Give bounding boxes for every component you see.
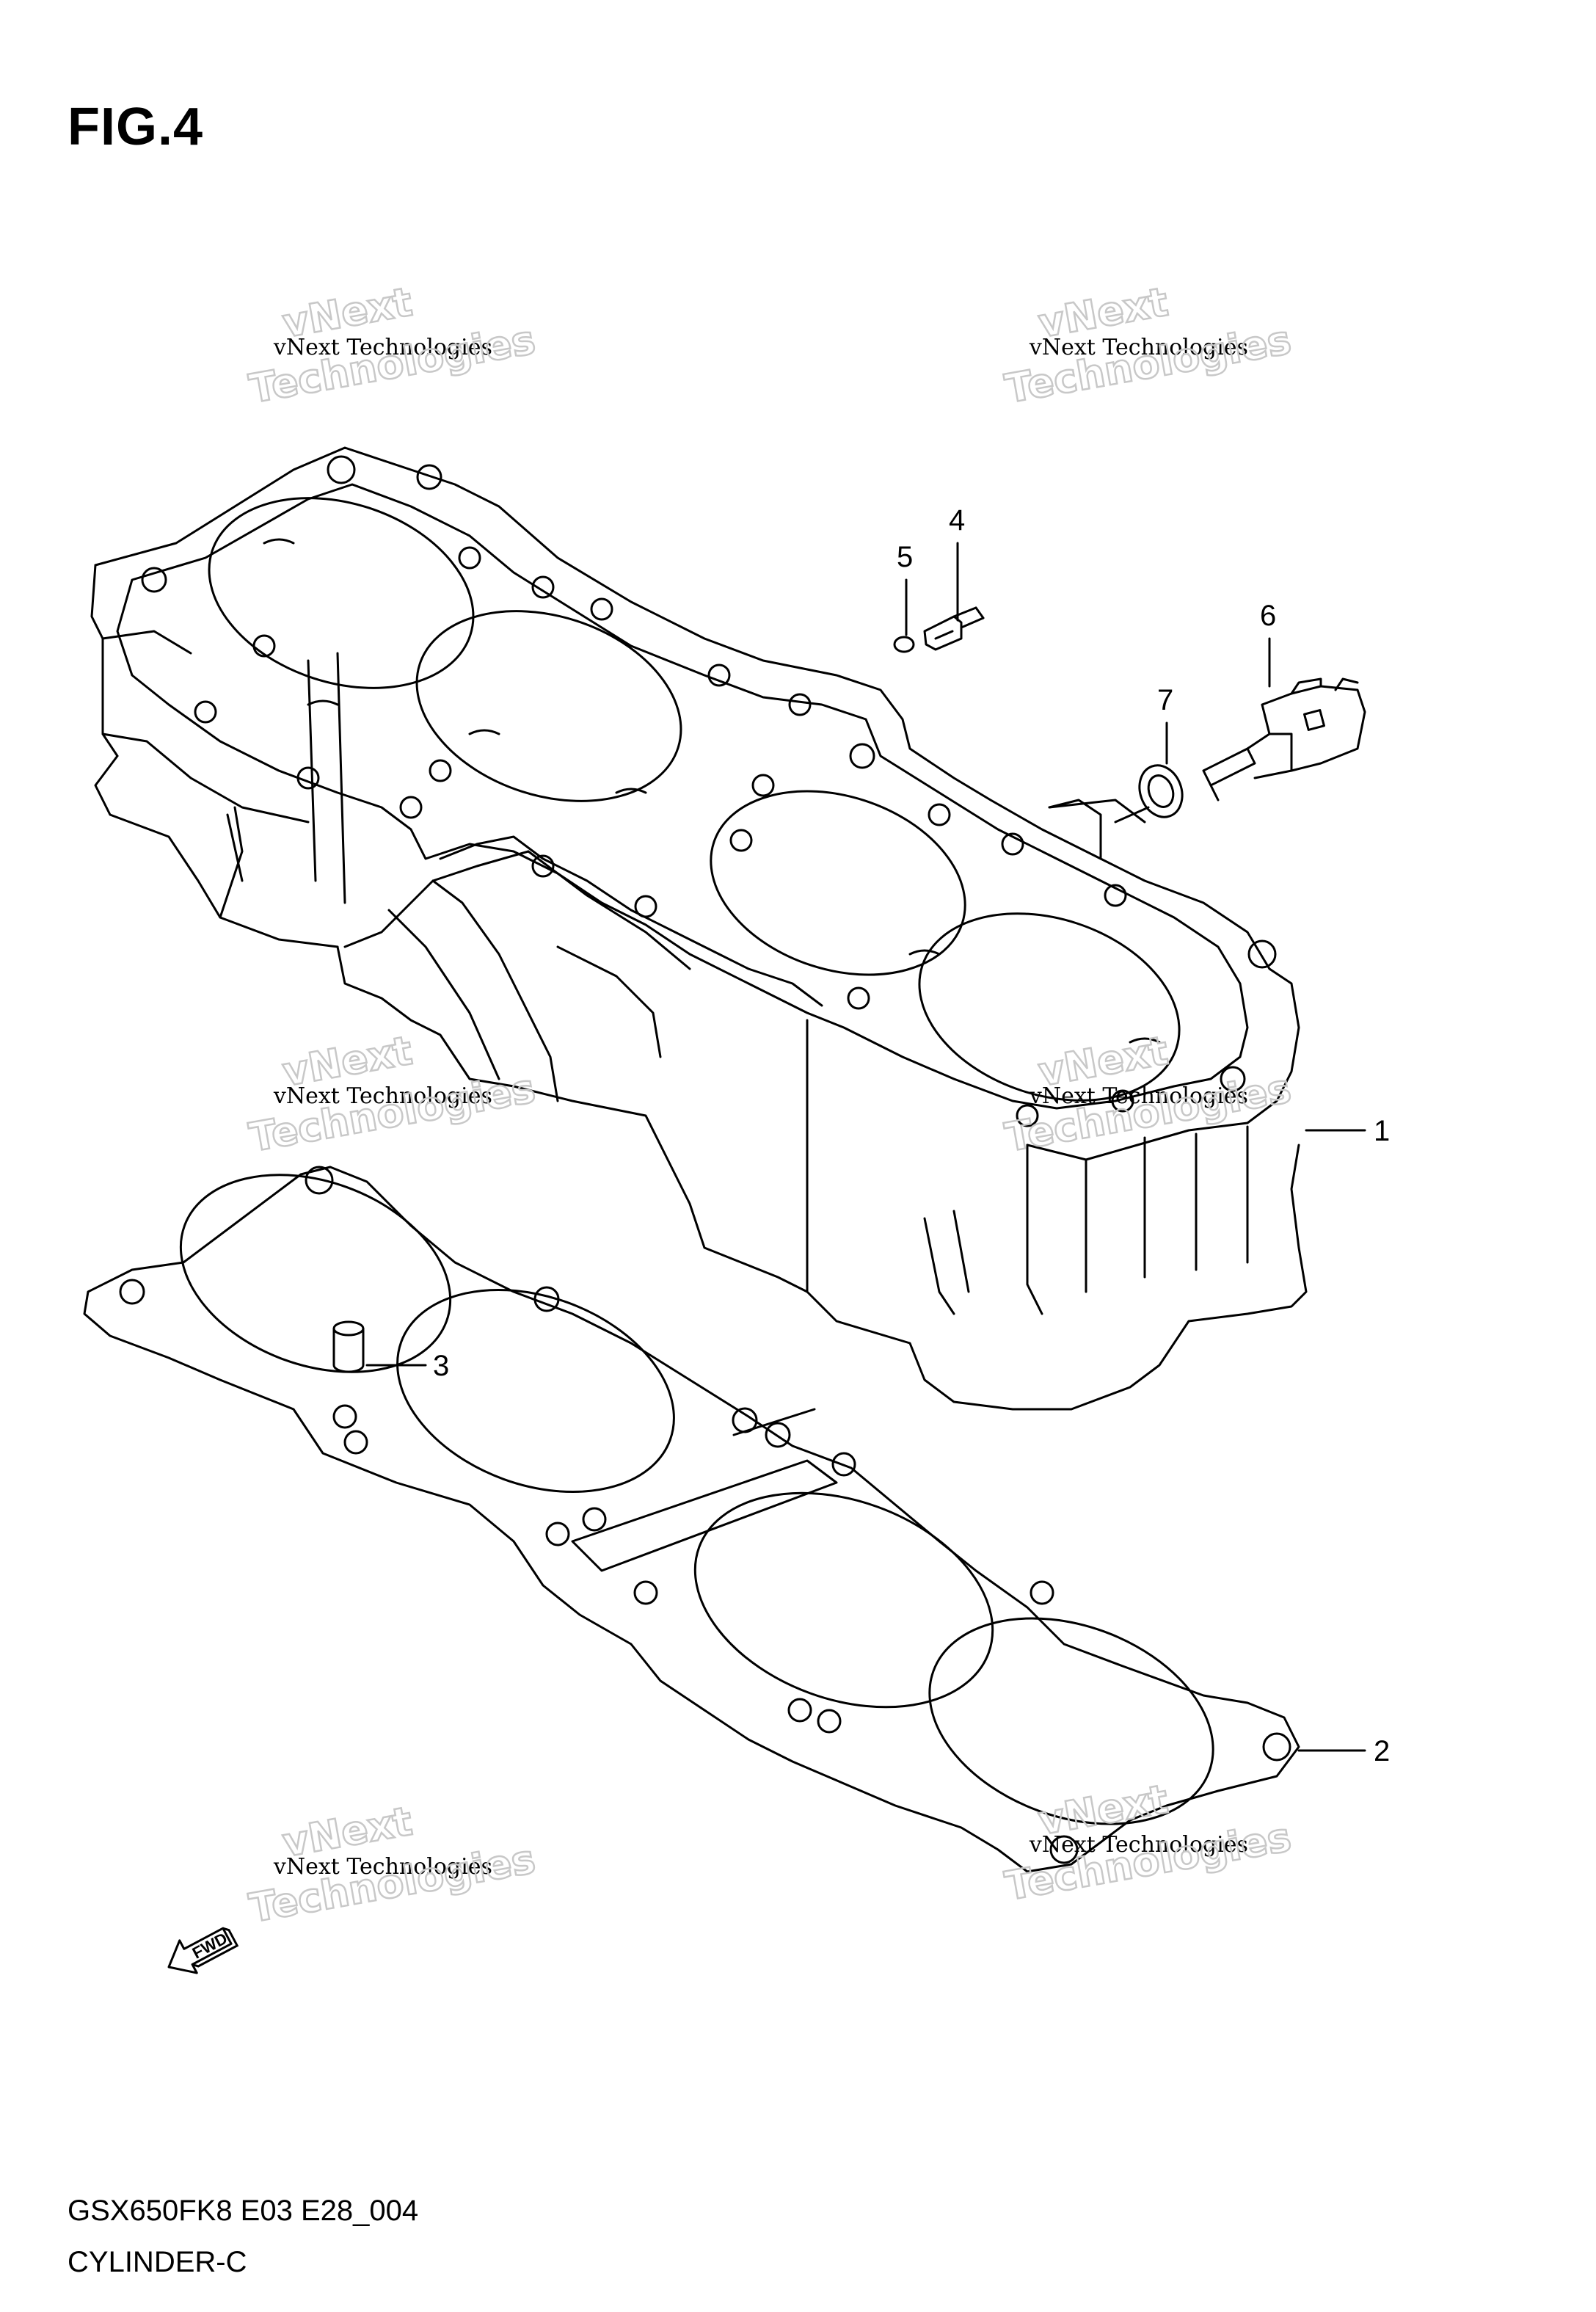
callout-4: 4 xyxy=(949,504,965,537)
coolant-temperature-sensor xyxy=(1202,677,1366,801)
watermark-top-right: vNext vNext Technologies Technologies xyxy=(1001,277,1295,413)
figure-title: FIG.4 xyxy=(68,98,204,156)
watermark-mid-right: vNext vNext Technologies Technologies xyxy=(1001,1026,1295,1162)
section-name: CYLINDER-C xyxy=(68,2246,247,2278)
forward-direction-arrow: FWD xyxy=(167,1927,239,1974)
watermark-line-2: vNext Technologies xyxy=(273,335,492,360)
watermark-line-2: vNext Technologies xyxy=(1029,335,1248,360)
model-code: GSX650FK8 E03 E28_004 xyxy=(68,2195,419,2227)
callout-3: 3 xyxy=(433,1350,449,1382)
callout-2: 2 xyxy=(1374,1735,1390,1767)
watermark-line-2: vNext Technologies xyxy=(273,1083,492,1109)
sensor-gasket-washer xyxy=(1138,764,1184,818)
cylinder-head-gasket xyxy=(83,1166,1300,1873)
cylinder-block xyxy=(90,446,1308,1411)
watermark-line-2: vNext Technologies xyxy=(273,1854,492,1880)
callout-5: 5 xyxy=(897,541,913,573)
callout-1: 1 xyxy=(1374,1115,1390,1147)
watermark-bottom-left: vNext vNext Technologies Technologies xyxy=(245,1797,539,1933)
watermark-mid-left: vNext vNext Technologies Technologies xyxy=(245,1026,539,1162)
plug-o-ring xyxy=(893,636,915,653)
watermark-line-2: vNext Technologies xyxy=(1029,1832,1248,1858)
leader-line-sensor-to-block xyxy=(1114,806,1150,824)
fwd-label: FWD xyxy=(189,1929,230,1963)
watermark-bottom-right: vNext vNext Technologies Technologies xyxy=(1001,1775,1295,1911)
watermark-top-left: vNext vNext Technologies Technologies xyxy=(245,277,539,413)
dowel-pin xyxy=(332,1320,365,1373)
cylinder-plug xyxy=(923,606,985,651)
watermark-line-2: vNext Technologies xyxy=(1029,1083,1248,1109)
callout-6: 6 xyxy=(1260,600,1276,632)
callout-7: 7 xyxy=(1157,684,1173,716)
